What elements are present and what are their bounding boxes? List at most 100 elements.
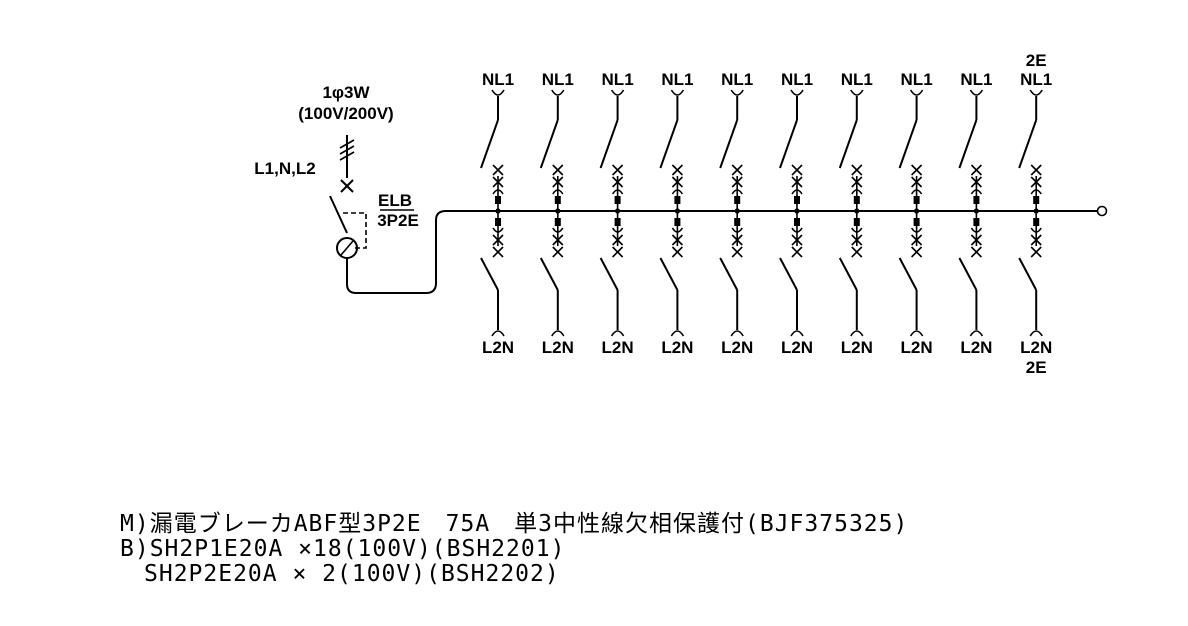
bottom-terminal-arc xyxy=(610,330,625,337)
main-breaker-blade xyxy=(329,195,348,234)
top-terminal-arc xyxy=(551,89,565,96)
elb-poles-label: 3P2E xyxy=(377,211,419,230)
bottom-breaker-blade xyxy=(958,257,978,291)
busbar-node xyxy=(495,208,501,214)
contact-cross xyxy=(911,246,923,258)
busbar-node xyxy=(854,208,860,214)
branch-top-label: NL1 xyxy=(602,70,634,89)
branch-top-label: NL1 xyxy=(661,70,693,89)
busbar-node xyxy=(1033,208,1039,214)
branch-bottom-label: L2N xyxy=(901,338,933,357)
top-terminal-arc xyxy=(670,89,685,96)
elb-label: ELB xyxy=(378,191,412,210)
branch-top-label: NL1 xyxy=(482,70,514,89)
bottom-terminal-arc xyxy=(491,330,505,337)
terminal-cross xyxy=(340,179,354,193)
busbar-end-terminal xyxy=(1096,205,1108,217)
top-terminal-arc xyxy=(909,89,924,96)
contact-cross xyxy=(552,164,564,176)
lower-arc xyxy=(731,227,743,233)
bottom-breaker-blade xyxy=(659,257,679,291)
wire-count-mark xyxy=(339,139,355,149)
top-breaker-blade xyxy=(1018,119,1038,169)
contact-cross xyxy=(552,234,564,246)
top-breaker-blade xyxy=(898,119,918,169)
notes: M)漏電ブレーカABF型3P2E 75A 単3中性線欠相保護付(BJF37532… xyxy=(120,511,908,587)
branch-bottom-label: L2N xyxy=(542,338,574,357)
lower-arc xyxy=(851,227,863,233)
top-breaker-blade xyxy=(958,119,978,169)
branch-bottom-label: L2N xyxy=(841,338,873,357)
leakage-link xyxy=(343,212,367,249)
wire-count-mark xyxy=(339,151,355,161)
tap-block xyxy=(794,218,800,226)
contact-cross xyxy=(492,234,504,246)
contact-cross xyxy=(612,164,624,176)
contact-cross xyxy=(492,164,504,176)
busbar-node xyxy=(674,208,681,214)
bottom-breaker-blade xyxy=(539,257,559,291)
top-terminal-arc xyxy=(491,89,505,96)
branch-top-label: NL1 xyxy=(901,70,933,89)
branch-bottom-label: L2N xyxy=(781,338,813,357)
bottom-terminal-arc xyxy=(790,330,804,337)
contact-cross xyxy=(970,234,982,246)
branch-circuits: NL1L2NNL1L2NNL1L2NNL1L2NNL1L2NNL1L2NNL1L… xyxy=(480,51,1052,377)
main-supply: 1φ3W (100V/200V) L1,N,L2 ELB 3P2E xyxy=(254,83,1108,294)
contact-cross xyxy=(671,246,683,258)
contact-cross xyxy=(791,164,803,176)
contact-cross xyxy=(911,234,923,246)
top-breaker-blade xyxy=(779,119,798,169)
note-line-main-breaker: M)漏電ブレーカABF型3P2E 75A 単3中性線欠相保護付(BJF37532… xyxy=(120,511,908,537)
tap-block xyxy=(794,196,800,204)
top-breaker-blade xyxy=(539,119,559,169)
bottom-terminal-arc xyxy=(551,330,565,337)
contact-cross xyxy=(492,246,504,258)
tap-block xyxy=(853,218,860,226)
lower-arc xyxy=(970,227,983,233)
busbar-node xyxy=(734,208,740,214)
tap-block xyxy=(913,196,920,204)
bottom-breaker-blade xyxy=(779,257,798,291)
contact-cross xyxy=(970,164,982,176)
top-terminal-arc xyxy=(850,89,864,96)
bottom-terminal-arc xyxy=(670,330,685,337)
contact-cross xyxy=(791,234,803,246)
lower-arc xyxy=(492,227,504,233)
supply-lines-label: L1,N,L2 xyxy=(254,159,315,178)
tap-block xyxy=(913,218,920,226)
note-line-branch-breaker-2: SH2P2E20A × 2(100V)(BSH2202) xyxy=(120,561,560,587)
top-breaker-blade xyxy=(599,119,619,169)
branch-bottom-label: L2N xyxy=(721,338,753,357)
tap-block xyxy=(973,196,980,204)
contact-cross xyxy=(552,246,564,258)
top-terminal-arc xyxy=(1029,89,1043,96)
lower-arc xyxy=(910,227,923,233)
bottom-breaker-blade xyxy=(1018,257,1038,291)
top-breaker-blade xyxy=(719,119,739,169)
tap-block xyxy=(853,196,860,204)
contact-cross xyxy=(612,234,624,246)
branch-top-label: NL1 xyxy=(721,70,753,89)
contact-cross xyxy=(671,234,683,246)
contact-cross xyxy=(612,246,624,258)
tap-block xyxy=(495,218,501,226)
top-breaker-blade xyxy=(480,119,499,169)
note-line-branch-breaker-1: B)SH2P1E20A ×18(100V)(BSH2201) xyxy=(120,536,565,562)
bottom-breaker-blade xyxy=(898,257,918,291)
contact-cross xyxy=(791,246,803,258)
bottom-terminal-arc xyxy=(969,330,984,337)
branch-bottom-label: L2N xyxy=(602,338,634,357)
branch-bottom-label: L2N xyxy=(661,338,693,357)
contact-cross xyxy=(731,234,743,246)
lower-arc xyxy=(552,227,564,233)
contact-cross xyxy=(851,164,863,176)
busbar-node xyxy=(555,208,561,214)
